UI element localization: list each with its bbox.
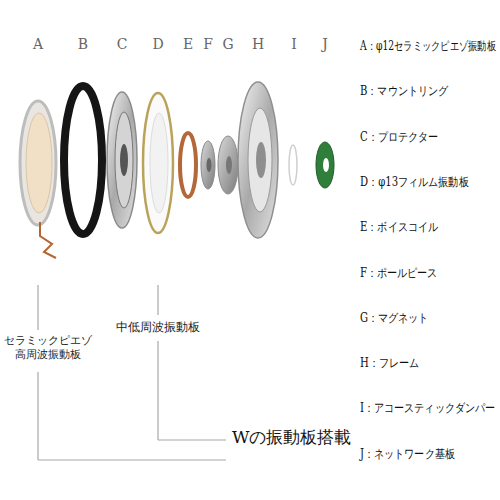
- film-diaphragm: [143, 93, 173, 233]
- callout-label: 中低周波振動板: [116, 320, 200, 335]
- voice-coil: [180, 133, 196, 197]
- part-letter: F: [203, 36, 213, 54]
- part-letter: I: [291, 36, 297, 54]
- network-board: [316, 142, 334, 188]
- part-letter: J: [322, 36, 328, 54]
- part-list-item: B：マウントリング: [360, 84, 448, 99]
- leader-lines: [38, 285, 226, 460]
- frame: [238, 82, 278, 238]
- feature-title: Wの振動板搭載: [232, 427, 351, 448]
- part-letter: E: [183, 36, 193, 54]
- mount-ring: [64, 86, 102, 234]
- pole-piece: [201, 141, 215, 189]
- part-list-item: F：ポールピース: [360, 266, 438, 281]
- part-letter: G: [222, 36, 233, 54]
- part-list-item: D：φ13フィルム振動板: [360, 175, 469, 190]
- part-list-item: G：マグネット: [360, 311, 429, 326]
- part-list-item: I：アコースティックダンパー: [360, 401, 495, 416]
- part-list-item: C：プロテクター: [360, 130, 438, 145]
- magnet: [218, 136, 238, 194]
- part-letter: H: [252, 36, 264, 54]
- acoustic-damper: [289, 145, 297, 185]
- part-letter: C: [117, 36, 128, 54]
- protector: [107, 92, 137, 228]
- part-list-item: E：ボイスコイル: [360, 220, 438, 235]
- part-letter: A: [33, 36, 43, 54]
- part-letter: D: [152, 36, 163, 54]
- part-list-item: J：ネットワーク基板: [360, 447, 455, 462]
- piezo-diaphragm: [20, 101, 56, 258]
- part-list-item: H：フレーム: [360, 356, 419, 371]
- part-letter: B: [78, 36, 88, 54]
- part-list-item: A：φ12セラミックピエゾ振動板: [360, 39, 496, 54]
- callout-label: セラミックピエゾ 高周波振動板: [3, 334, 93, 362]
